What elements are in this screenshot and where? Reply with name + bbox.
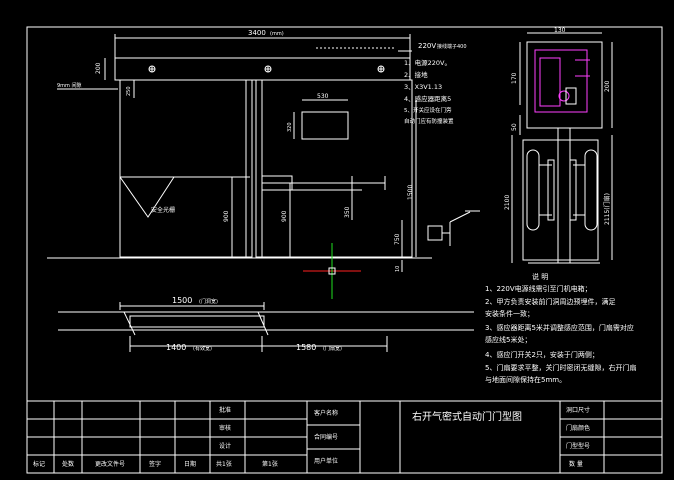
- note-line-6: 4、感应门开关2只，安装于门两侧；: [485, 350, 599, 359]
- annotation-2: 2、接地: [404, 70, 428, 79]
- note-line-2: 2、甲方负责安装前门洞周边预埋件，满足: [485, 297, 615, 306]
- drawing-title: 右开气密式自动门门型图: [412, 410, 522, 423]
- plan-dim-1400: 1400: [166, 343, 186, 352]
- label-user-unit: 用户单位: [314, 457, 338, 465]
- door-window: [301, 111, 349, 140]
- dim-window-height: 320: [287, 122, 293, 132]
- side-dim-50: 50: [511, 123, 518, 131]
- side-view: 130 170 200 50 2100 2115(门扇): [504, 27, 613, 264]
- plan-dim-1580: 1580: [296, 343, 316, 352]
- front-view: 3400 (mm) 220V 接线端子400 200 250 9mm 间隙 安全…: [47, 29, 480, 272]
- side-dim-2115: 2115(门扇): [603, 193, 611, 225]
- annotation-5: 5、开关应设在门旁: [404, 106, 452, 114]
- dim-900-right: 900: [281, 210, 288, 222]
- annotation-6: 自动门应有防撞装置: [404, 117, 454, 125]
- side-dim-170: 170: [511, 72, 518, 84]
- note-line-3: 安装条件一致；: [485, 309, 534, 318]
- power-note-suffix: 接线端子400: [437, 43, 467, 50]
- label-door-model: 门型型号: [566, 442, 590, 450]
- side-dim-130: 130: [554, 27, 566, 34]
- note-line-4: 3、感应器距离5米并调整感应范围，门扇需对应: [485, 323, 634, 332]
- plan-dim-1500: 1500: [172, 296, 192, 305]
- dim-900-left: 900: [223, 210, 230, 222]
- plan-dim-1500-note: (门洞宽): [199, 298, 218, 305]
- dim-gap-small: 250: [126, 86, 132, 96]
- notes-block: 说 明 1、220V电源线需引至门机电箱； 2、甲方负责安装前门洞周边预埋件，满…: [485, 272, 636, 384]
- annotation-3: 3、X3V1.13: [404, 83, 442, 91]
- label-door-size: 洞口尺寸: [566, 406, 590, 414]
- label-project-no: 合同编号: [314, 433, 338, 441]
- notes-title: 说 明: [532, 272, 548, 281]
- bottom-label-count: 处数: [62, 460, 74, 468]
- side-dim-200: 200: [604, 80, 611, 92]
- bottom-label-sheet-no: 第1张: [262, 460, 278, 468]
- door-leaf-left: [119, 79, 253, 258]
- label-approve: 批准: [219, 406, 231, 414]
- label-check: 审核: [219, 424, 231, 432]
- plan-dim-1580-note: (门扇宽): [323, 345, 342, 352]
- title-block: 批准 审核 设计 客户名称 合同编号 用户单位 洞口尺寸 门扇颜色 门型型号 数…: [26, 400, 663, 474]
- door-header: [114, 57, 411, 81]
- label-quantity: 数 量: [569, 460, 583, 468]
- dim-350: 350: [344, 206, 351, 218]
- dim-floor-10: 10: [395, 266, 401, 272]
- cad-cursor: [303, 243, 361, 299]
- door-fixed-panel: [255, 79, 413, 258]
- bottom-label-change-doc: 更改文件号: [95, 460, 125, 468]
- note-line-5: 感应线5米处；: [485, 335, 531, 344]
- side-dim-2100: 2100: [504, 195, 511, 210]
- bottom-label-date: 日期: [184, 460, 196, 468]
- dim-top-height: 200: [95, 62, 102, 74]
- annotation-list: 1、电源220V。 2、接地 3、X3V1.13 4、感应器距离5 5、开关应设…: [404, 58, 454, 125]
- note-line-1: 1、220V电源线需引至门机电箱；: [485, 284, 592, 293]
- push-button-device: [427, 225, 443, 241]
- bottom-label-sign: 签字: [149, 460, 161, 468]
- gap-label: 9mm 间隙: [57, 82, 82, 89]
- label-customer: 客户名称: [314, 409, 338, 417]
- note-line-8: 与地面间隙保持在5mm。: [485, 375, 566, 384]
- plan-dim-1400-note: (有效宽): [193, 345, 212, 352]
- dim-total-width: 3400: [248, 29, 266, 37]
- safety-beam-label: 安全光栅: [151, 206, 175, 214]
- annotation-4: 4、感应器距离5: [404, 94, 451, 103]
- plan-view: 1500 (门洞宽) 1400 (有效宽) 1580 (门扇宽): [58, 296, 474, 352]
- power-note: 220V: [418, 42, 436, 50]
- dim-750: 750: [394, 233, 401, 245]
- bottom-label-total-sheets: 共1张: [216, 460, 232, 468]
- label-door-color: 门扇颜色: [566, 424, 590, 432]
- dim-1500: 1500: [407, 185, 414, 200]
- dim-total-width-note: (mm): [270, 31, 284, 37]
- label-design: 设计: [219, 442, 231, 450]
- dim-window-width: 530: [317, 93, 329, 100]
- bottom-label-mark: 标记: [33, 460, 45, 468]
- note-line-7: 5、门扇要求平整，关门时密闭无缝隙，右开门扇: [485, 363, 636, 372]
- annotation-1: 1、电源220V。: [404, 58, 451, 67]
